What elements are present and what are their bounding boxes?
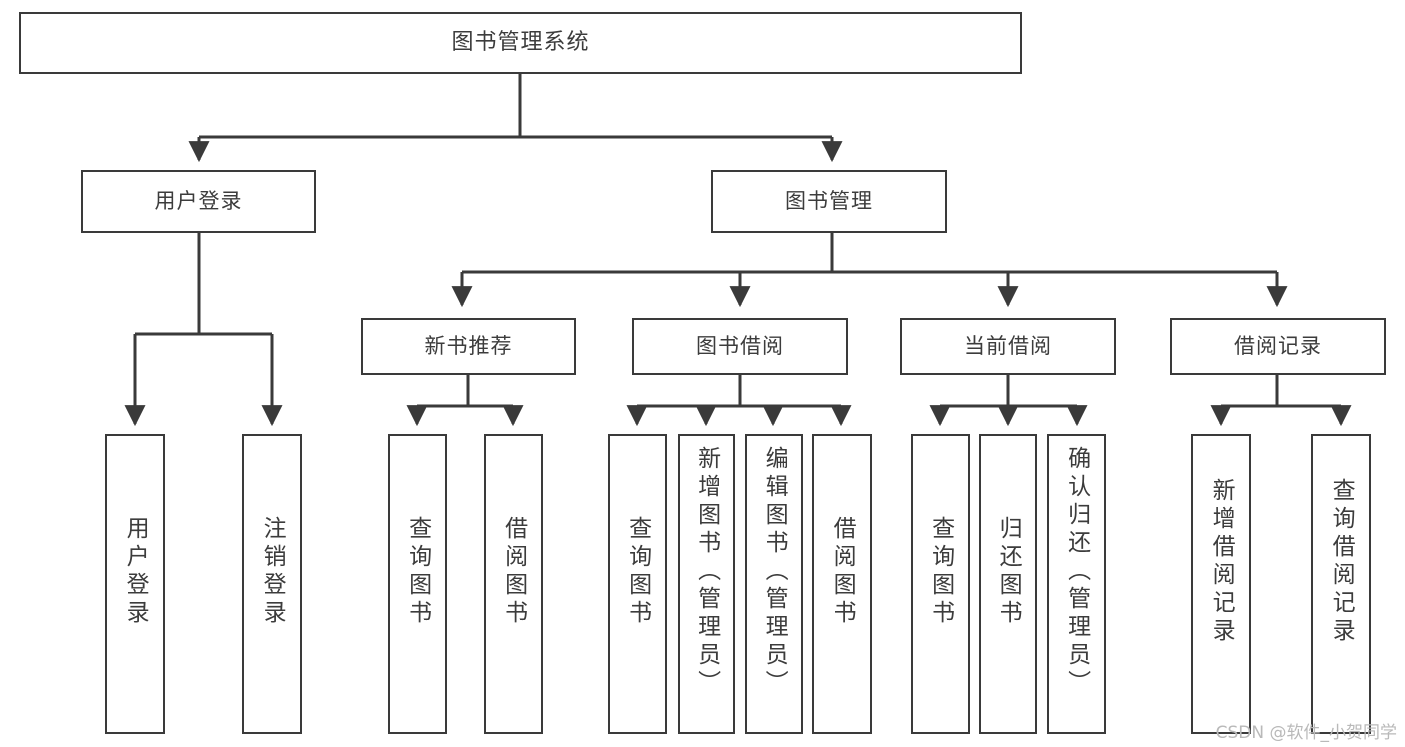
node-label: 查询图书 <box>927 516 954 628</box>
node-label: 借阅图书 <box>500 516 527 628</box>
leaf-book-borrow-add-book-admin[interactable]: 新增图书（管理员） <box>678 434 735 734</box>
node-label: 查询图书 <box>624 516 651 628</box>
node-root-book-management-system[interactable]: 图书管理系统 <box>19 12 1022 74</box>
leaf-user-login-login[interactable]: 用户登录 <box>105 434 165 734</box>
node-label: 图书管理系统 <box>451 30 590 56</box>
leaf-borrow-records-query-record[interactable]: 查询借阅记录 <box>1311 434 1371 734</box>
node-book-borrow[interactable]: 图书借阅 <box>632 318 848 375</box>
leaf-book-borrow-query-book[interactable]: 查询图书 <box>608 434 667 734</box>
node-book-management[interactable]: 图书管理 <box>711 170 947 233</box>
node-label: 编辑图书（管理员） <box>761 446 788 698</box>
csdn-watermark: CSDN @软件_小贺同学 <box>1215 723 1397 743</box>
node-label: 注销登录 <box>259 516 286 628</box>
node-label: 当前借阅 <box>964 334 1052 359</box>
node-label: 新书推荐 <box>424 334 513 359</box>
node-label: 新增借阅记录 <box>1208 478 1235 646</box>
node-label: 借阅图书 <box>829 516 856 628</box>
leaf-user-login-logout[interactable]: 注销登录 <box>242 434 302 734</box>
node-label: 新增图书（管理员） <box>693 446 720 698</box>
node-user-login[interactable]: 用户登录 <box>81 170 316 233</box>
node-new-book-recommend[interactable]: 新书推荐 <box>361 318 576 375</box>
node-label: 用户登录 <box>154 189 243 214</box>
node-current-borrow[interactable]: 当前借阅 <box>900 318 1116 375</box>
leaf-new-book-borrow-book[interactable]: 借阅图书 <box>484 434 543 734</box>
leaf-book-borrow-borrow-book[interactable]: 借阅图书 <box>812 434 872 734</box>
node-borrow-records[interactable]: 借阅记录 <box>1170 318 1386 375</box>
node-label: 归还图书 <box>995 516 1022 628</box>
node-label: 确认归还（管理员） <box>1063 446 1090 698</box>
leaf-current-borrow-return-book[interactable]: 归还图书 <box>979 434 1037 734</box>
leaf-book-borrow-edit-book-admin[interactable]: 编辑图书（管理员） <box>745 434 803 734</box>
leaf-new-book-query-book[interactable]: 查询图书 <box>388 434 447 734</box>
node-label: 查询借阅记录 <box>1328 478 1355 646</box>
node-label: 图书借阅 <box>696 334 784 359</box>
leaf-current-borrow-query-book[interactable]: 查询图书 <box>911 434 970 734</box>
node-label: 查询图书 <box>404 516 431 628</box>
node-label: 图书管理 <box>785 189 873 214</box>
node-label: 用户登录 <box>122 516 149 628</box>
leaf-borrow-records-add-record[interactable]: 新增借阅记录 <box>1191 434 1251 734</box>
leaf-current-borrow-confirm-return-admin[interactable]: 确认归还（管理员） <box>1047 434 1106 734</box>
node-label: 借阅记录 <box>1234 334 1322 359</box>
